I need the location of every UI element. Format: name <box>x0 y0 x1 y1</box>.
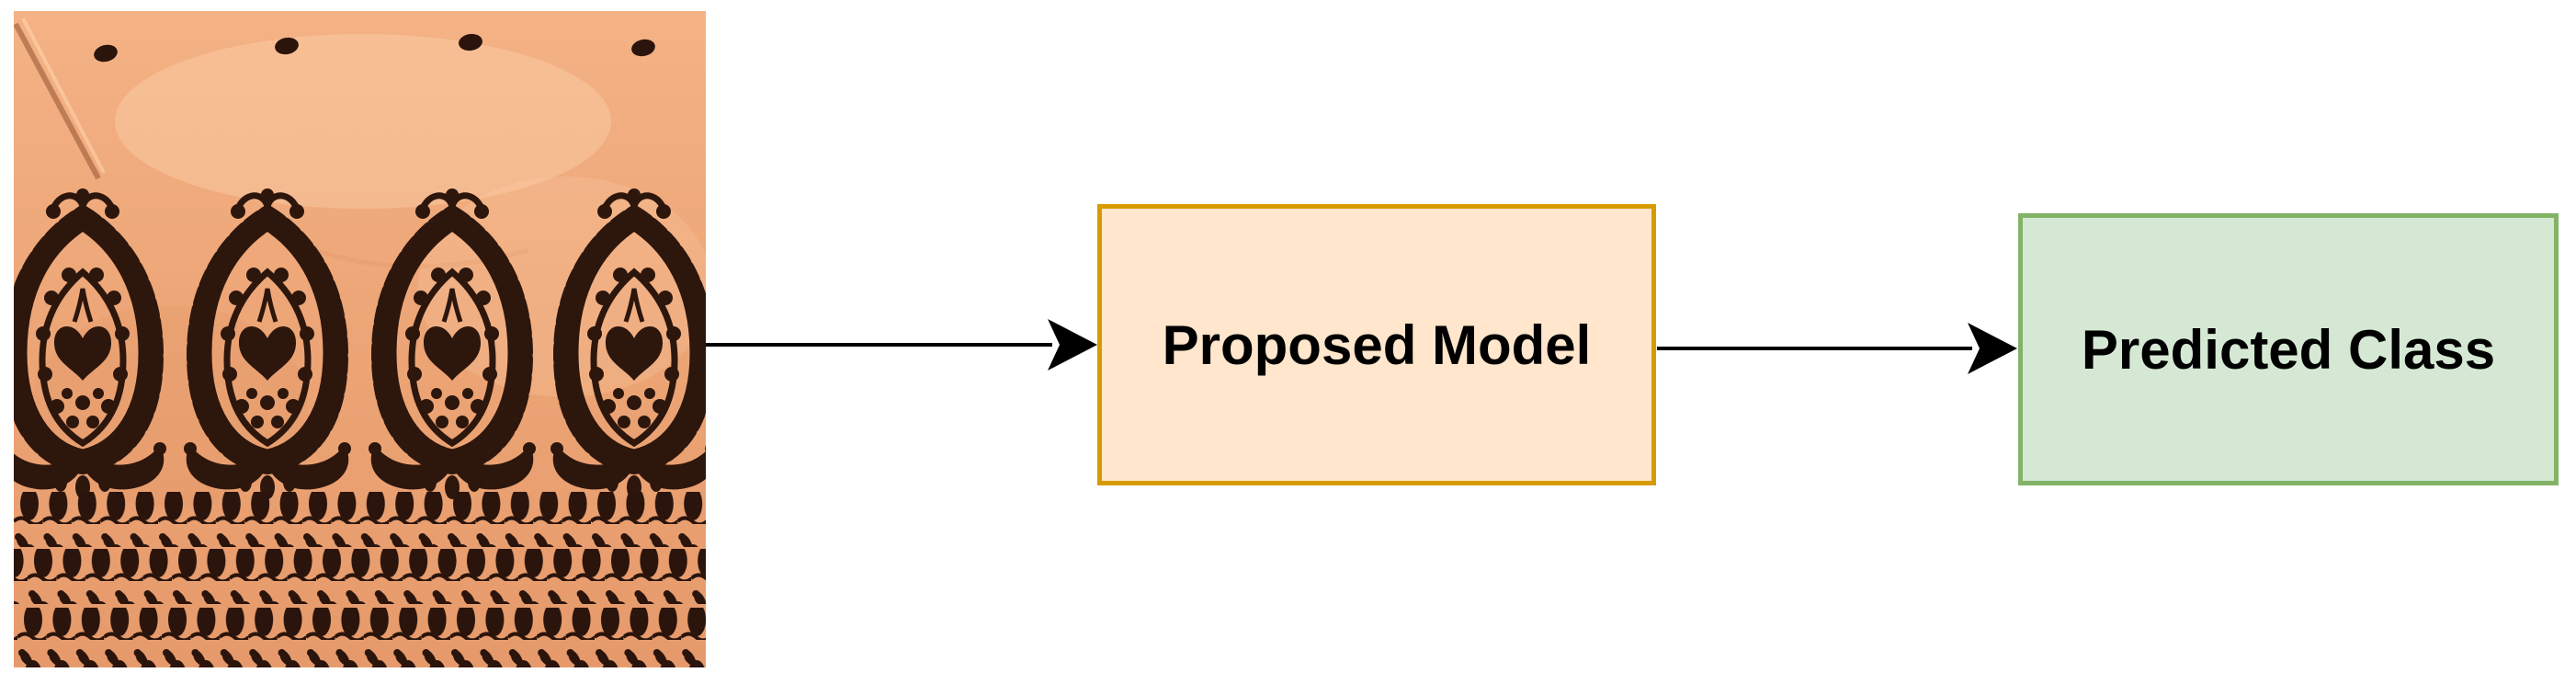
arrow-input-to-model <box>706 319 1097 370</box>
arrow-model-to-class-head <box>1968 323 2017 374</box>
node-predicted-class-label: Predicted Class <box>2081 318 2496 381</box>
arrow-model-to-class <box>1657 323 2017 374</box>
textile-artwork <box>14 11 706 667</box>
node-predicted-class: Predicted Class <box>2018 213 2559 485</box>
input-textile-image <box>14 11 706 667</box>
node-proposed-model-label: Proposed Model <box>1162 314 1592 376</box>
arrow-input-to-model-head <box>1048 319 1097 370</box>
node-proposed-model: Proposed Model <box>1097 204 1656 485</box>
